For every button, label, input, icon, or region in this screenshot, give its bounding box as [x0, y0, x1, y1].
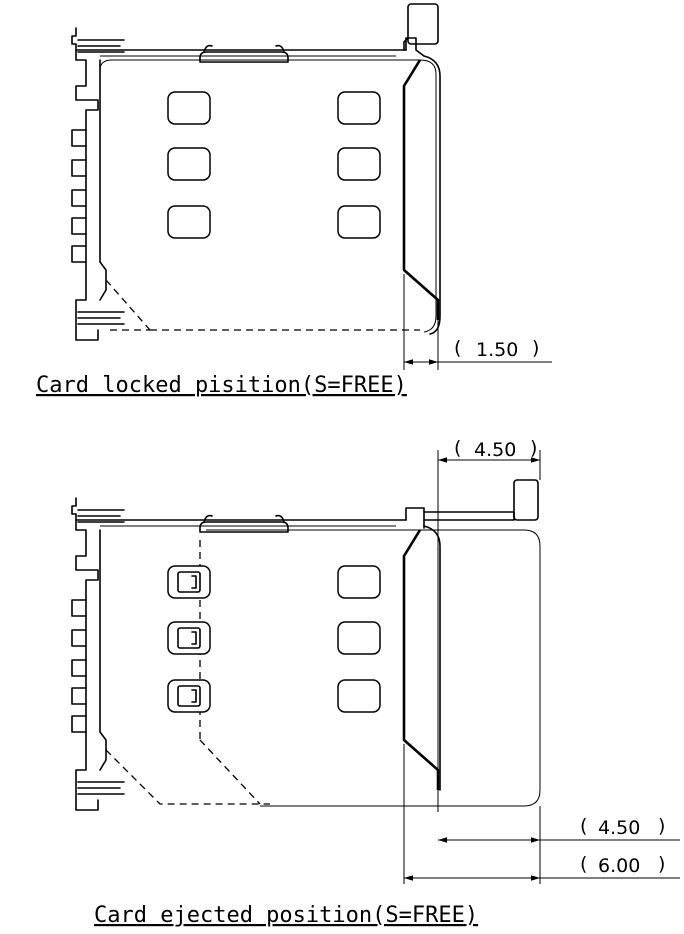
- paren-close: ): [658, 853, 665, 875]
- dim-offset-locked: ( 1.50 ): [403, 274, 552, 370]
- pad-c2-ejected: [167, 621, 211, 655]
- paren-open: (: [454, 337, 461, 359]
- contact-spring-c2: [177, 627, 201, 649]
- pad-c1-locked: [167, 91, 211, 125]
- caption-ejected: Card ejected position(S=FREE): [94, 903, 478, 928]
- dim-total-value: 6.00: [598, 855, 640, 877]
- eject-tab-ejected: [513, 479, 539, 521]
- pad-c2-locked: [167, 147, 211, 181]
- paren-close: ): [658, 815, 665, 837]
- eject-tab-locked: [407, 3, 439, 45]
- ejected-view: ( 4.50 ) ( 4.50 ) ( 6.00 ) Card ejected …: [71, 437, 680, 928]
- pad-c5-locked: [337, 91, 381, 125]
- pad-c3-locked: [167, 205, 211, 239]
- paren-open: (: [454, 437, 461, 459]
- paren-close: ): [532, 337, 539, 359]
- pad-c3-ejected: [167, 679, 211, 713]
- pad-c7-locked: [337, 205, 381, 239]
- connector-frame-locked: [71, 27, 441, 341]
- paren-open: (: [580, 815, 587, 837]
- pad-c6-ejected: [337, 621, 381, 655]
- eject-slider-ejected: [423, 479, 539, 521]
- pad-c1-ejected: [167, 565, 211, 599]
- dim-card-travel-value: 4.50: [598, 817, 640, 839]
- pad-c6-locked: [337, 147, 381, 181]
- dim-total-ejected: ( 6.00 ): [403, 744, 680, 884]
- contact-pads-ejected: [167, 565, 381, 713]
- pad-c5-ejected: [337, 565, 381, 599]
- dim-card-travel-ejected: ( 4.50 ): [438, 806, 680, 884]
- dim-offset-value: 1.50: [476, 339, 518, 361]
- pad-c7-ejected: [337, 679, 381, 713]
- contact-spring-c3: [177, 685, 201, 707]
- paren-close: ): [530, 437, 537, 459]
- contact-pads-locked: [167, 91, 381, 239]
- connector-frame-ejected: [71, 497, 441, 811]
- card-outline-locked: [99, 59, 437, 333]
- contact-spring-c1: [177, 571, 201, 593]
- caption-locked: Card locked pisition(S=FREE): [36, 373, 407, 398]
- dim-slider-value: 4.50: [474, 439, 516, 461]
- dim-slider-ejected: ( 4.50 ): [437, 437, 541, 812]
- locked-view: ( 1.50 ) Card locked pisition(S=FREE): [36, 3, 552, 398]
- paren-open: (: [580, 853, 587, 875]
